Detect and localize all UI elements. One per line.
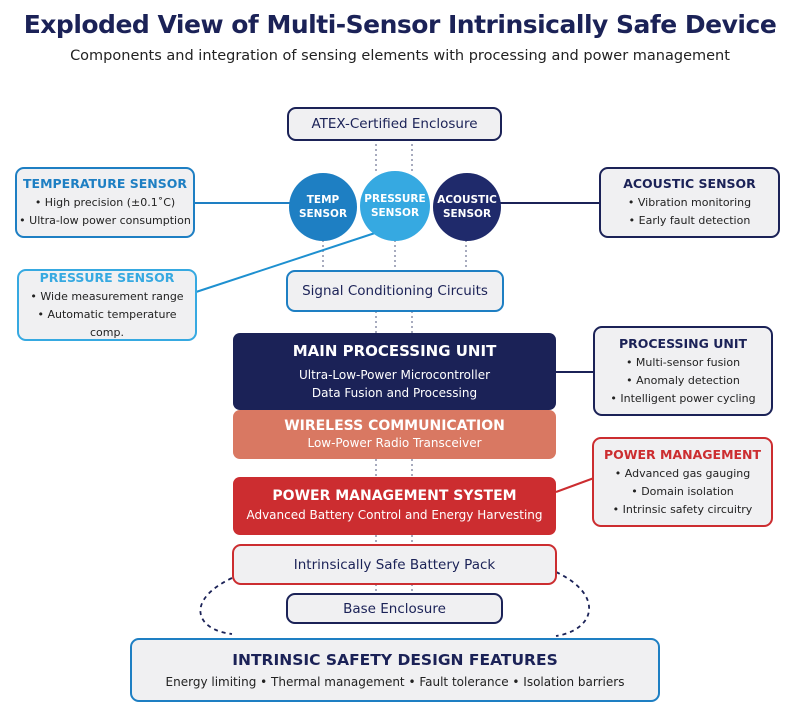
atex-enclosure-box: ATEX-Certified Enclosure (287, 107, 502, 141)
power-system-title: POWER MANAGEMENT SYSTEM (272, 488, 517, 504)
processing-unit-callout: PROCESSING UNIT • Multi-sensor fusion • … (593, 326, 773, 416)
callout-item: • Intelligent power cycling (610, 391, 756, 405)
temperature-sensor-callout: TEMPERATURE SENSOR • High precision (±0.… (15, 167, 195, 238)
battery-pack-label: Intrinsically Safe Battery Pack (293, 556, 496, 573)
battery-pack-box: Intrinsically Safe Battery Pack (232, 544, 557, 585)
pressure-sensor-circle: PRESSURE SENSOR (360, 171, 430, 241)
base-enclosure-box: Base Enclosure (286, 593, 503, 624)
acoustic-sensor-label-2: SENSOR (442, 208, 492, 220)
base-enclosure-label: Base Enclosure (343, 600, 446, 617)
pressure-sensor-callout: PRESSURE SENSOR • Wide measurement range… (17, 269, 197, 341)
safety-dashed-arc-left (199, 577, 233, 635)
callout-item: • Advanced gas gauging (614, 466, 751, 480)
wireless-communication-layer: WIRELESS COMMUNICATION Low-Power Radio T… (233, 410, 556, 459)
safety-dashed-arc-right (555, 571, 590, 637)
callout-item: • Intrinsic safety circuitry (612, 502, 753, 516)
acoustic-sensor-circle: ACOUSTIC SENSOR (433, 173, 501, 241)
acoustic-sensor-label-1: ACOUSTIC (437, 194, 497, 206)
callout-title: PROCESSING UNIT (618, 335, 748, 351)
temp-sensor-circle: TEMP SENSOR (289, 173, 357, 241)
callout-item: • Vibration monitoring (627, 196, 752, 209)
callout-item: • Wide measurement range (30, 289, 184, 303)
signal-conditioning-label: Signal Conditioning Circuits (302, 283, 488, 299)
callout-item: • Early fault detection (628, 214, 751, 227)
temp-sensor-label-1: TEMP (306, 194, 340, 206)
callout-title: POWER MANAGEMENT (603, 446, 762, 462)
pressure-sensor-label-2: SENSOR (370, 207, 420, 219)
main-processing-line: Data Fusion and Processing (311, 385, 478, 400)
wireless-line: Low-Power Radio Transceiver (307, 435, 482, 450)
atex-enclosure-label: ATEX-Certified Enclosure (311, 116, 478, 132)
callout-title: PRESSURE SENSOR (39, 269, 175, 285)
power-system-line: Advanced Battery Control and Energy Harv… (246, 508, 543, 522)
safety-features-title: INTRINSIC SAFETY DESIGN FEATURES (232, 651, 558, 669)
callout-title: TEMPERATURE SENSOR (23, 176, 187, 191)
callout-item: • Automatic temperature comp. (37, 307, 177, 339)
signal-conditioning-box: Signal Conditioning Circuits (286, 270, 504, 312)
safety-features-list: Energy limiting • Thermal management • F… (165, 675, 625, 689)
wireless-title: WIRELESS COMMUNICATION (284, 417, 505, 434)
safety-features-box: INTRINSIC SAFETY DESIGN FEATURES Energy … (130, 638, 660, 702)
callout-item: • Domain isolation (631, 484, 734, 498)
main-processing-unit-layer: MAIN PROCESSING UNIT Ultra-Low-Power Mic… (233, 333, 556, 410)
diagram-subtitle: Components and integration of sensing el… (70, 48, 730, 64)
callout-item: • Anomaly detection (626, 373, 740, 387)
power-callout-line (555, 477, 595, 493)
main-processing-line: Ultra-Low-Power Microcontroller (298, 367, 491, 382)
main-processing-title: MAIN PROCESSING UNIT (292, 341, 497, 360)
callout-item: • Multi-sensor fusion (625, 355, 741, 369)
diagram-title: Exploded View of Multi-Sensor Intrinsica… (23, 10, 777, 39)
callout-item: • High precision (±0.1˚C) (34, 196, 176, 209)
power-management-callout: POWER MANAGEMENT • Advanced gas gauging … (592, 437, 773, 527)
pressure-callout-line (195, 232, 376, 293)
acoustic-sensor-callout: ACOUSTIC SENSOR • Vibration monitoring •… (599, 167, 780, 238)
callout-title: ACOUSTIC SENSOR (623, 176, 756, 191)
callout-item: • Ultra-low power consumption (19, 214, 191, 227)
pressure-sensor-label-1: PRESSURE (364, 193, 426, 205)
temp-sensor-label-2: SENSOR (298, 208, 348, 220)
power-management-system-layer: POWER MANAGEMENT SYSTEM Advanced Battery… (233, 477, 556, 535)
